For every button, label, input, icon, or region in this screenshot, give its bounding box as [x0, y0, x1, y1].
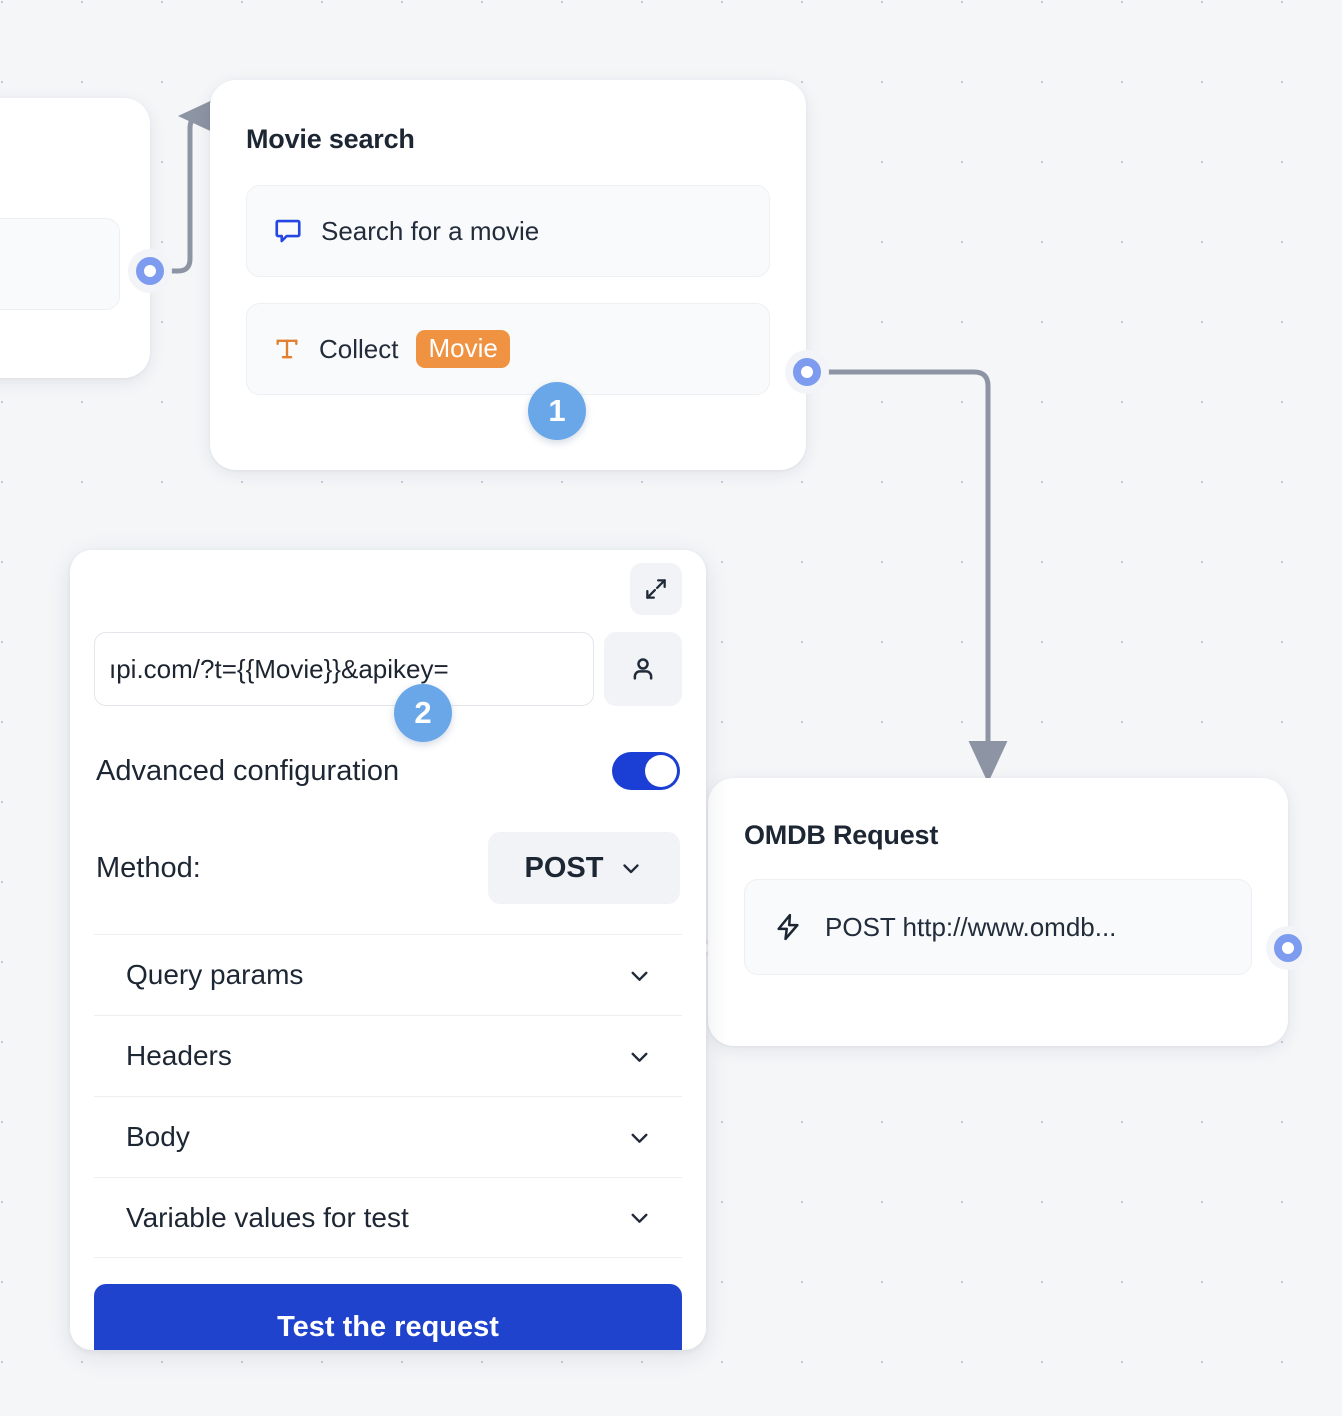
flow-node-partial[interactable] [0, 98, 150, 378]
section-body[interactable]: Body [94, 1096, 682, 1177]
section-query-params[interactable]: Query params [94, 934, 682, 1015]
method-label: Method: [96, 851, 201, 884]
node-row-placeholder[interactable] [0, 218, 120, 310]
chevron-down-icon [631, 1133, 648, 1143]
panel-toolbar [94, 550, 682, 628]
test-the-request-button[interactable]: Test the request [94, 1284, 682, 1350]
section-label: Query params [126, 959, 304, 990]
request-config-panel: ıpi.com/?t={{Movie}}&apikey= Advanced co… [70, 550, 706, 1350]
section-label: Body [126, 1121, 190, 1152]
chevron-down-icon [631, 1213, 648, 1223]
node-row-label: Collect [319, 333, 399, 364]
node-row-search-for-a-movie[interactable]: Search for a movie [246, 185, 770, 277]
person-icon[interactable] [604, 632, 682, 706]
connection-handle-movie-search-out[interactable] [785, 350, 829, 394]
chevron-down-icon [631, 1052, 648, 1062]
edge-movie-to-omdb [825, 369, 1008, 784]
node-row-post-request[interactable]: POST http://www.omdb... [744, 879, 1252, 975]
expand-diagonal-icon[interactable] [630, 563, 682, 615]
request-url-input[interactable]: ıpi.com/?t={{Movie}}&apikey= [94, 632, 594, 706]
advanced-configuration-toggle[interactable] [612, 752, 680, 790]
chevron-down-icon [631, 971, 648, 981]
flow-node-movie-search[interactable]: Movie search Search for a movie Collect … [210, 80, 806, 470]
sections-accordion: Query params Headers Body Variable value… [94, 934, 682, 1258]
connection-handle-partial-out[interactable] [128, 249, 172, 293]
node-row-collect-movie[interactable]: Collect Movie [246, 303, 770, 395]
node-row-label: Search for a movie [321, 215, 540, 246]
node-title-omdb-request: OMDB Request [744, 820, 939, 850]
step-badge-1: 1 [528, 382, 586, 440]
method-value: POST [524, 851, 604, 884]
url-row: ıpi.com/?t={{Movie}}&apikey= [94, 632, 682, 706]
section-label: Headers [126, 1040, 232, 1071]
method-row: Method: POST [94, 832, 682, 904]
step-badge-2: 2 [394, 684, 452, 742]
chat-bubble-icon [273, 216, 303, 246]
node-row-label: POST http://www.omdb... [825, 911, 1117, 942]
node-title-movie-search: Movie search [246, 124, 415, 154]
method-select[interactable]: POST [488, 832, 680, 904]
text-input-icon [273, 335, 301, 363]
section-label: Variable values for test [126, 1201, 409, 1233]
flow-node-omdb-request[interactable]: OMDB Request POST http://www.omdb... [708, 778, 1288, 1046]
variable-chip-movie[interactable]: Movie [416, 329, 510, 369]
toggle-knob [645, 755, 677, 787]
advanced-configuration-label: Advanced configuration [96, 754, 400, 787]
lightning-bolt-icon [773, 912, 803, 942]
section-variable-values-for-test[interactable]: Variable values for test [94, 1177, 682, 1258]
section-headers[interactable]: Headers [94, 1015, 682, 1096]
chevron-down-icon [623, 864, 640, 874]
connection-handle-omdb-out[interactable] [1266, 926, 1310, 970]
edge-partial-to-movie [169, 96, 220, 274]
advanced-configuration-row: Advanced configuration [94, 752, 682, 790]
